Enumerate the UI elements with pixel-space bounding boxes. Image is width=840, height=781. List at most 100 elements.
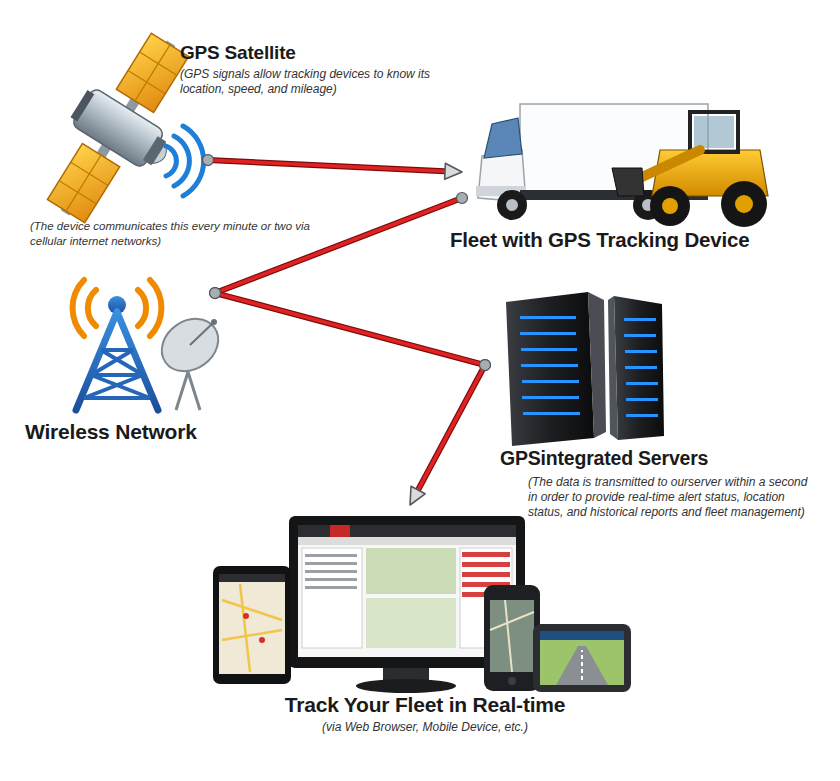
tower-illustration: [150, 280, 161, 336]
phone-illustration: [508, 677, 516, 685]
loader-illustration: [735, 195, 753, 213]
connector: [210, 288, 491, 371]
note-text: (The device communicates this every minu…: [30, 219, 335, 249]
monitor-illustration: [462, 572, 510, 577]
server-illustration: [626, 382, 658, 385]
gps-device-illustration: [533, 624, 631, 692]
dish-illustration: [211, 319, 217, 325]
server-illustration: [520, 332, 576, 335]
connector-dot: [210, 288, 221, 299]
loader-illustration: [612, 168, 644, 196]
dish-illustration: [190, 322, 214, 345]
connector: [210, 193, 468, 299]
tower-illustration: [138, 290, 146, 326]
monitor-illustration: [305, 578, 357, 581]
connector-dot: [480, 360, 491, 371]
server-illustration: [626, 414, 658, 417]
server-illustration: [523, 412, 580, 415]
connector-dot: [480, 360, 491, 371]
monitor-illustration: [305, 554, 357, 589]
tower-illustration: [73, 280, 162, 336]
satellite-illustration: [71, 90, 95, 121]
monitor-illustration: [366, 598, 456, 648]
node-description: (The data is transmitted to ourserver wi…: [528, 475, 813, 520]
monitor-illustration: [366, 548, 456, 594]
monitor-illustration: [305, 554, 357, 557]
connector-line: [416, 365, 485, 494]
monitor-illustration: [298, 525, 516, 537]
connector: [410, 360, 490, 505]
connector-dot: [203, 155, 214, 166]
monitor-illustration: [305, 562, 357, 565]
server-illustration: [522, 380, 579, 383]
monitor-illustration: [462, 562, 510, 567]
truck-illustration: [497, 190, 527, 220]
tower-illustration: [84, 350, 150, 398]
satellite-illustration: [71, 87, 166, 169]
truck-illustration: [476, 104, 708, 220]
signal-waves: [183, 126, 204, 196]
server-illustration: [626, 398, 658, 401]
connector-outline: [215, 293, 485, 365]
monitor-illustration: [305, 570, 357, 573]
dish-illustration: [152, 308, 229, 382]
node-title: Track Your Fleet in Real-time: [205, 693, 645, 717]
monitor-illustration: [298, 525, 516, 657]
node-description: (GPS signals allow tracking devices to k…: [180, 67, 435, 97]
connector-outline: [416, 365, 485, 494]
phone-illustration: [484, 585, 540, 691]
solar-panel: [116, 33, 188, 112]
server-illustration: [608, 296, 618, 440]
tablet-illustration: [222, 584, 282, 672]
server-illustration: [625, 366, 657, 369]
tablet-illustration: [219, 574, 285, 582]
tower-illustration: [76, 312, 158, 410]
wireless-node: Wireless Network: [25, 270, 215, 450]
solar-panel: [47, 143, 119, 222]
tablet-illustration: [243, 613, 249, 619]
arrow-head: [410, 486, 425, 505]
truck-illustration: [484, 118, 522, 158]
server-illustration: [521, 348, 577, 351]
phone-illustration: [490, 600, 534, 672]
tablet-illustration: [213, 566, 291, 684]
tower-illustration: [73, 280, 84, 336]
fleet-node: Fleet with GPS Tracking Device: [462, 100, 802, 260]
server-node: GPSintegrated Servers(The data is transm…: [485, 285, 805, 550]
truck-illustration: [506, 199, 518, 211]
monitor-illustration: [302, 548, 362, 648]
server-illustration: [624, 334, 656, 337]
server-illustration: [506, 292, 594, 446]
monitor-illustration: [356, 679, 456, 693]
satellite-node: GPS Satellite(GPS signals allow tracking…: [40, 38, 208, 218]
phone-illustration: [484, 585, 540, 691]
connector: [203, 155, 463, 180]
connector-dot: [457, 193, 468, 204]
dish-illustration: [152, 308, 229, 410]
node-description: (via Web Browser, Mobile Device, etc.): [205, 720, 645, 735]
connector-line: [215, 293, 485, 365]
tablet-illustration: [213, 566, 291, 684]
signal-waves: [166, 146, 176, 176]
tablet-illustration: [259, 637, 265, 643]
dashboard-node: Track Your Fleet in Real-time (via Web Br…: [205, 505, 645, 745]
server-illustration: [625, 350, 657, 353]
node-title: Fleet with GPS Tracking Device: [450, 228, 822, 252]
server-illustration: [614, 296, 664, 440]
server-illustration: [506, 292, 664, 446]
signal-waves: [166, 126, 204, 196]
solar-panel: [116, 33, 188, 112]
server-illustration: [520, 316, 658, 417]
loader-illustration: [662, 198, 678, 214]
connector-line: [208, 160, 450, 171]
node-title: Wireless Network: [25, 420, 275, 444]
dish-illustration: [176, 372, 200, 410]
server-illustration: [588, 292, 606, 438]
solar-panel: [47, 143, 119, 222]
connector-line: [215, 198, 462, 293]
gps-device-illustration: [540, 631, 624, 640]
gps-device-illustration: [533, 624, 631, 692]
